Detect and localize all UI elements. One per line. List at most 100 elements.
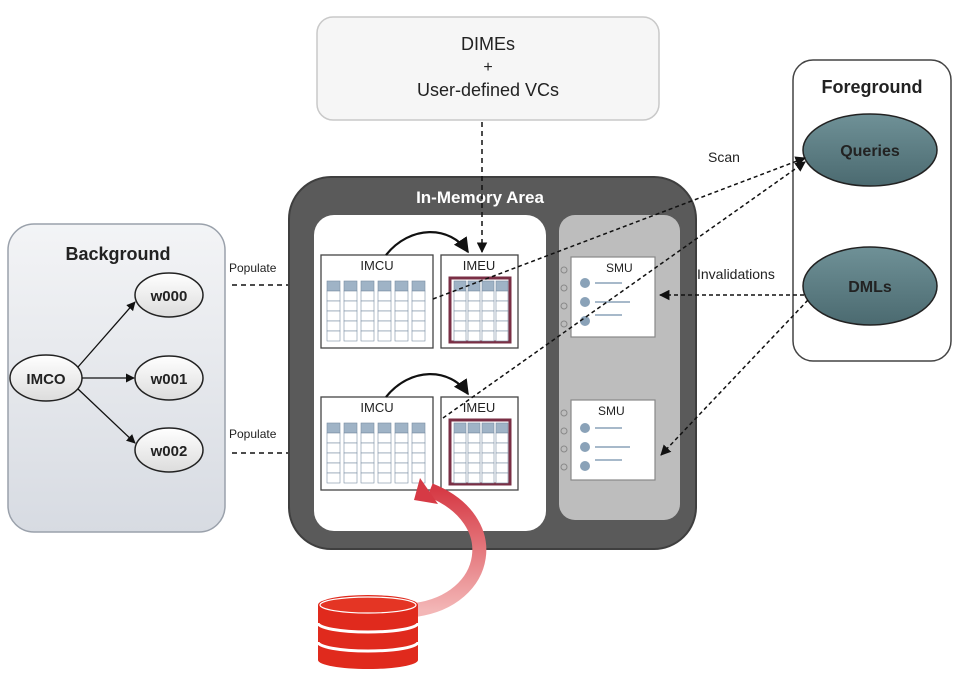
imcu-top-grid-cell: [343, 330, 358, 342]
dimes-label: DIMEs: [461, 34, 515, 54]
imeu-top-grid-cell: [481, 310, 495, 322]
imeu-top-grid-cell: [495, 310, 509, 322]
w002-label: w002: [150, 443, 188, 460]
imcu-top-grid-cell: [411, 300, 426, 312]
imcu-top-grid-header-cell: [343, 280, 358, 292]
imeu-bottom-grid-cell: [467, 462, 481, 474]
imeu-top-grid-header-cell: [467, 280, 481, 292]
smu-bottom: SMU: [560, 399, 656, 481]
imcu-to-imeu-curve-bottom: [385, 373, 469, 398]
imeu-bottom-grid-cell: [481, 432, 495, 444]
imeu-bottom-grid-cell: [495, 472, 509, 484]
imcu-top-grid-cell: [326, 330, 341, 342]
invalidation-arrow-bottom: [660, 299, 809, 456]
imeu-top-grid-cell: [467, 300, 481, 312]
imcu-top-grid-cell: [360, 290, 375, 302]
imcu-top-grid-cell: [411, 330, 426, 342]
dmls-label: DMLs: [848, 279, 892, 296]
imcu-top-grid-cell: [377, 290, 392, 302]
imcu-bottom-grid-cell: [360, 462, 375, 474]
imcu-top-grid-cell: [326, 320, 341, 332]
imeu-top-grid-cell: [453, 310, 467, 322]
background-title: Background: [65, 244, 170, 264]
imeu-top-grid-cell: [467, 310, 481, 322]
imeu-top-grid-cell: [481, 320, 495, 332]
imcu-top-grid-cell: [360, 310, 375, 322]
imeu-top-grid-cell: [481, 300, 495, 312]
scan-arrow-top: [432, 156, 806, 300]
imcu-bottom-grid-header-cell: [360, 422, 375, 434]
imcu-top-label: IMCU: [360, 258, 393, 273]
imeu-top-grid-cell: [495, 330, 509, 342]
imeu-top-grid-header-cell: [495, 280, 509, 292]
imeu-bottom: IMEU: [440, 396, 519, 491]
imeu-bottom-grid-cell: [453, 462, 467, 474]
scan-label-box: [687, 140, 767, 174]
imcu-top-grid-cell: [326, 310, 341, 322]
imcu-bottom-grid-cell: [411, 452, 426, 464]
imeu-top-label: IMEU: [463, 258, 496, 273]
imcu-top-grid-cell: [411, 290, 426, 302]
imeu-bottom-label: IMEU: [463, 400, 496, 415]
imcu-top-grid-cell: [360, 320, 375, 332]
imcu-top-grid-cell: [360, 300, 375, 312]
imeu-top-grid-cell: [453, 320, 467, 332]
imeu-bottom-grid-cell: [467, 442, 481, 454]
imcu-bottom-grid-cell: [343, 462, 358, 474]
disk-load-arrowhead: [414, 478, 438, 504]
imcu-top-grid-cell: [394, 310, 409, 322]
imcu-bottom-grid-cell: [360, 442, 375, 454]
imcu-top-grid-header-cell: [394, 280, 409, 292]
disk-load-arrow: [413, 483, 487, 617]
imcu-bottom-grid-cell: [377, 442, 392, 454]
imcu-bottom-grid-cell: [326, 442, 341, 454]
imcu-bottom-grid-cell: [377, 452, 392, 464]
imeu-top-grid-cell: [481, 290, 495, 302]
imco-to-w000-arrow: [77, 301, 136, 368]
dimes-box: DIMEs + User-defined VCs: [316, 16, 660, 121]
imeu-top-grid-cell: [453, 330, 467, 342]
imeu-bottom-grid-cell: [453, 442, 467, 454]
imeu-bottom-grid-cell: [495, 452, 509, 464]
w001-node: [134, 355, 204, 401]
imcu-bottom-grid-cell: [394, 432, 409, 444]
imeu-bottom-grid-cell: [467, 472, 481, 484]
w000-node: [134, 272, 204, 318]
imcu-bottom-grid-cell: [394, 442, 409, 454]
imeu-bottom-grid-cell: [453, 432, 467, 444]
imeu-bottom-grid-cell: [495, 462, 509, 474]
imcu-top-grid-cell: [326, 300, 341, 312]
imcu-bottom-grid-cell: [377, 462, 392, 474]
imcu-top-grid-cell: [377, 300, 392, 312]
queries-node: [802, 113, 938, 187]
imeu-top-grid-cell: [467, 330, 481, 342]
imcu-top-grid-cell: [360, 330, 375, 342]
imcu-top-grid-header-cell: [377, 280, 392, 292]
imeu-bottom-grid-cell: [453, 472, 467, 484]
w001-label: w001: [150, 371, 188, 388]
imcu-bottom-grid-cell: [411, 432, 426, 444]
imcu-bottom-label: IMCU: [360, 400, 393, 415]
imcu-bottom-grid-header-cell: [394, 422, 409, 434]
scan-arrow-bottom: [442, 161, 806, 419]
imcu-bottom-grid-header-cell: [343, 422, 358, 434]
imcu-bottom-grid-cell: [343, 472, 358, 484]
foreground-box: Foreground Queries DMLs: [792, 59, 952, 362]
imeu-bottom-grid-cell: [481, 472, 495, 484]
imcu-bottom-grid-header-cell: [377, 422, 392, 434]
imeu-top-grid-cell: [467, 290, 481, 302]
imeu-bottom-grid-cell: [481, 462, 495, 474]
database-icon: [316, 595, 420, 669]
imcu-bottom-grid-cell: [411, 472, 426, 484]
imcu-bottom-grid-cell: [343, 452, 358, 464]
imcu-bottom-grid-cell: [411, 442, 426, 454]
imcu-bottom-grid-header-cell: [411, 422, 426, 434]
imeu-top-grid-cell: [467, 320, 481, 332]
dmls-node: [802, 246, 938, 326]
imcu-bottom: IMCU: [320, 396, 434, 491]
imeu-bottom-grid-cell: [467, 452, 481, 464]
imeu-top-grid-cell: [481, 330, 495, 342]
imeu-bottom-grid-cell: [481, 452, 495, 464]
imcu-top-grid-cell: [394, 330, 409, 342]
